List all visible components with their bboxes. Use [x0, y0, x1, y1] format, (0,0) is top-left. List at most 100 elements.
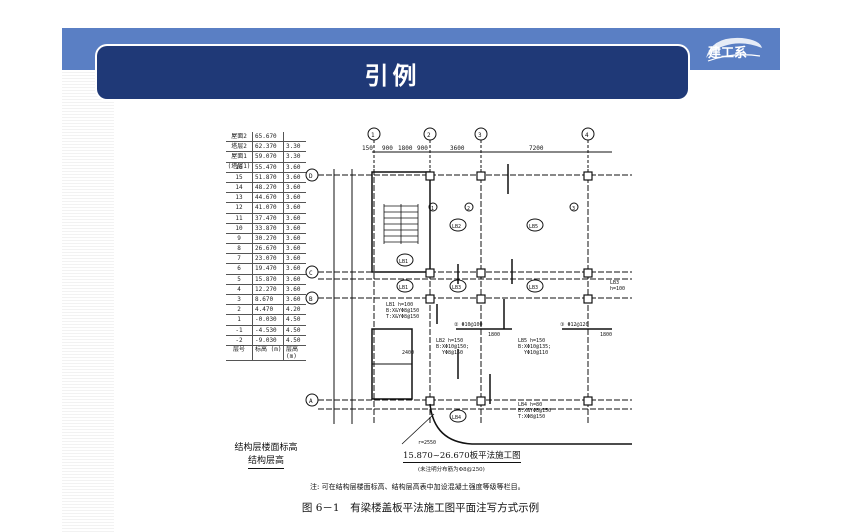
story-cell-floor: -2 — [226, 335, 253, 345]
svg-text:③ Φ12@120: ③ Φ12@120 — [560, 322, 589, 328]
story-cell-height: 3.60 — [286, 255, 301, 263]
svg-text:3: 3 — [478, 132, 482, 139]
svg-text:LB4: LB4 — [452, 415, 461, 421]
story-cell-floor: 4 — [226, 284, 253, 294]
svg-text:LB5: LB5 — [529, 224, 538, 230]
table-caption: 结构层楼面标高 结构层高 — [226, 442, 306, 469]
figure-caption: 图 6－1 有梁楼盖板平法施工图平面注写方式示例 — [301, 502, 540, 514]
story-cell-elev: 8.670 — [253, 295, 284, 305]
table-caption-line1: 结构层楼面标高 — [234, 443, 298, 453]
story-cell-floor: 7 — [226, 254, 253, 264]
title-bar: 引例 — [97, 46, 688, 99]
svg-text:3: 3 — [572, 206, 575, 212]
left-decorative-panel — [62, 28, 114, 532]
svg-text:1800: 1800 — [488, 332, 500, 338]
story-cell-height: 3.60 — [286, 224, 301, 232]
svg-text:LB1: LB1 — [399, 259, 408, 265]
story-cell-elev: -9.030 — [253, 335, 284, 345]
story-cell-elev: 37.470 — [253, 213, 284, 223]
svg-text:B:XΦ10@135;: B:XΦ10@135; — [518, 344, 551, 350]
story-cell-height: 3.60 — [286, 234, 301, 242]
svg-text:900: 900 — [382, 145, 393, 152]
story-cell-floor: 屋面2 — [226, 132, 253, 142]
svg-text:150: 150 — [362, 145, 373, 152]
svg-text:LB2 h=150: LB2 h=150 — [436, 338, 463, 344]
story-header-header_elev: 标高 (m) — [253, 345, 284, 360]
story-cell-floor: 15 — [226, 172, 253, 182]
plan-title: 15.870~26.670板平法施工图 — [403, 451, 521, 463]
story-cell-height: 3.60 — [286, 285, 301, 293]
svg-text:1: 1 — [431, 206, 434, 212]
svg-text:YΦ10@110: YΦ10@110 — [524, 350, 548, 356]
plan-subtitle: (未注明分布筋为Φ8@250) — [418, 467, 485, 473]
svg-text:1: 1 — [371, 132, 375, 139]
svg-text:C: C — [309, 270, 313, 277]
story-cell-height: 3.60 — [286, 173, 301, 181]
story-cell-height: 3.60 — [286, 265, 301, 273]
story-cell-floor: 1 — [226, 315, 253, 325]
svg-text:900: 900 — [417, 145, 428, 152]
story-cell-height: 3.30 — [286, 153, 301, 161]
story-cell-height: 3.60 — [286, 163, 301, 171]
story-cell-floor: 10 — [226, 223, 253, 233]
story-cell-floor: 6 — [226, 264, 253, 274]
svg-text:② Φ10@100: ② Φ10@100 — [454, 322, 483, 328]
logo-icon — [706, 37, 762, 62]
svg-text:B:X&YΦ8@150: B:X&YΦ8@150 — [518, 408, 551, 414]
story-cell-elev: 19.470 — [253, 264, 284, 274]
svg-text:1800: 1800 — [600, 332, 612, 338]
logo-text: 建工系 — [708, 46, 748, 61]
story-cell-floor: 8 — [226, 244, 253, 254]
story-cell-elev: 23.070 — [253, 254, 284, 264]
page-title: 引例 — [364, 62, 421, 90]
svg-text:LB2: LB2 — [452, 224, 461, 230]
story-cell-elev: 62.370 — [253, 142, 284, 152]
svg-text:YΦ8@150: YΦ8@150 — [442, 350, 463, 356]
svg-text:2: 2 — [427, 132, 431, 139]
svg-text:LB3: LB3 — [452, 285, 461, 291]
figure-note: 注: 可在结构层楼面标高、结构层高表中加设混凝土强度等级等栏目。 — [310, 483, 525, 491]
svg-text:1800: 1800 — [398, 145, 413, 152]
svg-text:2: 2 — [467, 206, 470, 212]
story-cell-floor: 5 — [226, 274, 253, 284]
svg-text:LB5 h=150: LB5 h=150 — [518, 338, 545, 344]
story-cell-height: 4.50 — [286, 316, 301, 324]
story-cell-height: 4.50 — [286, 336, 301, 344]
story-cell-height: 3.60 — [286, 214, 301, 222]
svg-text:T:X&YΦ8@150: T:X&YΦ8@150 — [386, 314, 419, 320]
story-cell-elev: -4.530 — [253, 325, 284, 335]
story-cell-height: 4.50 — [286, 326, 301, 334]
story-cell-height: 3.60 — [286, 275, 301, 283]
svg-text:B:XΦ10@150;: B:XΦ10@150; — [436, 344, 469, 350]
svg-text:LB3: LB3 — [610, 280, 619, 286]
story-cell-height: 3.30 — [286, 143, 301, 151]
svg-text:3600: 3600 — [450, 145, 465, 152]
story-cell-floor: 11 — [226, 213, 253, 223]
svg-text:B:X&YΦ8@150: B:X&YΦ8@150 — [386, 308, 419, 314]
svg-text:r=2550: r=2550 — [418, 440, 436, 446]
story-cell-elev: 4.470 — [253, 305, 284, 315]
story-cell-floor: -1 — [226, 325, 253, 335]
story-header-header_floor: 层号 — [226, 345, 253, 360]
story-cell-height: 3.60 — [286, 194, 301, 202]
story-cell-height: 4.20 — [286, 306, 301, 314]
story-cell-height: 3.60 — [286, 296, 301, 303]
story-cell-floor: 屋面1 (塔层1) — [226, 152, 253, 170]
